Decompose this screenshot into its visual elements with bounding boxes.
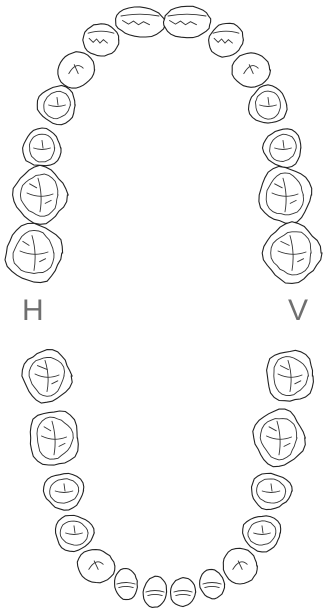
upper-tooth-7[interactable]	[116, 7, 165, 37]
lower-tooth-13[interactable]	[253, 409, 305, 467]
tooth-outline	[116, 7, 165, 37]
upper-tooth-13[interactable]	[259, 166, 312, 223]
upper-tooth-5[interactable]	[58, 52, 95, 88]
side-label-left: H	[22, 296, 44, 326]
upper-tooth-12[interactable]	[263, 129, 301, 168]
lower-tooth-14[interactable]	[267, 350, 314, 401]
tooth-outline	[77, 550, 115, 583]
upper-arch	[5, 6, 322, 283]
tooth-outline	[209, 23, 244, 57]
lower-tooth-10[interactable]	[223, 548, 257, 584]
upper-tooth-2[interactable]	[13, 165, 69, 224]
lower-tooth-2[interactable]	[30, 411, 78, 465]
upper-tooth-6[interactable]	[83, 24, 119, 56]
tooth-outline	[164, 6, 211, 37]
upper-tooth-11[interactable]	[249, 85, 288, 123]
upper-tooth-4[interactable]	[37, 86, 75, 125]
lower-tooth-9[interactable]	[200, 569, 225, 598]
upper-tooth-14[interactable]	[262, 222, 322, 284]
lower-tooth-6[interactable]	[115, 569, 138, 600]
upper-tooth-9[interactable]	[209, 23, 244, 57]
lower-tooth-8[interactable]	[171, 578, 196, 607]
lower-tooth-7[interactable]	[143, 576, 167, 607]
tooth-outline	[23, 128, 61, 166]
lower-tooth-12[interactable]	[252, 473, 293, 509]
tooth-outline	[249, 85, 288, 123]
side-label-right: V	[288, 296, 308, 326]
tooth-outline	[83, 24, 119, 56]
lower-tooth-5[interactable]	[77, 550, 115, 583]
lower-tooth-4[interactable]	[56, 515, 95, 551]
tooth-outline	[13, 165, 69, 224]
upper-tooth-10[interactable]	[232, 53, 270, 88]
lower-tooth-3[interactable]	[43, 473, 83, 510]
lower-tooth-11[interactable]	[243, 516, 281, 552]
lower-arch	[22, 350, 314, 608]
upper-tooth-1[interactable]	[5, 223, 63, 282]
upper-tooth-8[interactable]	[164, 6, 211, 37]
lower-tooth-1[interactable]	[22, 350, 72, 404]
upper-tooth-3[interactable]	[23, 128, 61, 166]
